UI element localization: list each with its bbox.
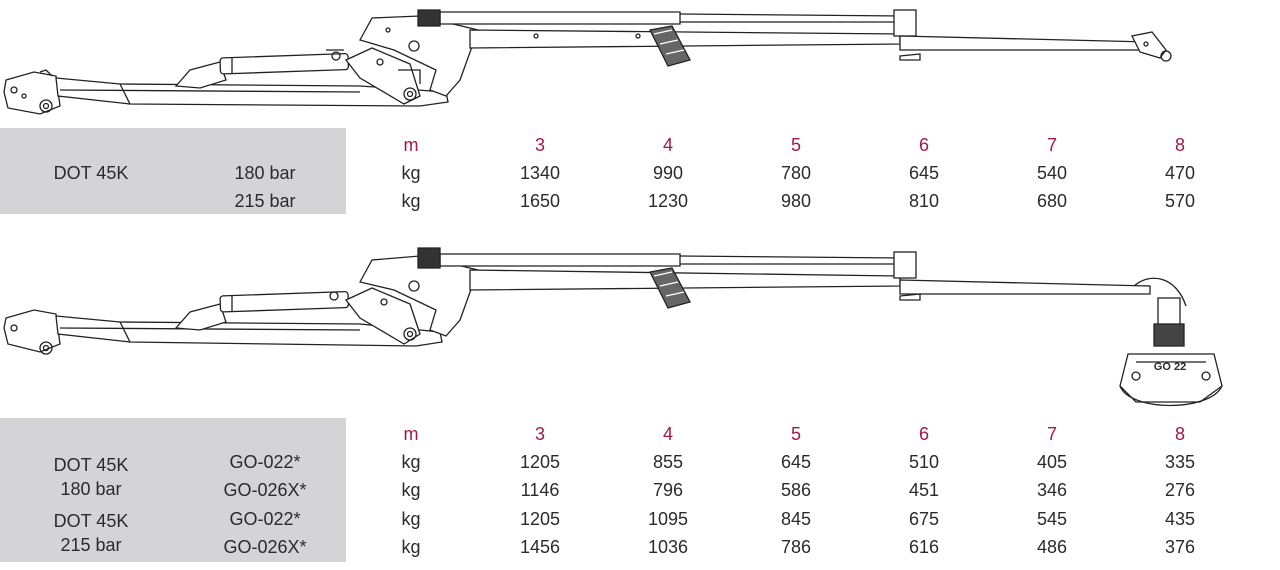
unit-cell: kg bbox=[401, 452, 421, 472]
capacity-cell: 990 bbox=[652, 163, 684, 183]
distance-header: 4 bbox=[662, 135, 673, 155]
unit-cell: kg bbox=[401, 163, 421, 183]
distance-header: 7 bbox=[1046, 424, 1057, 444]
distance-header: 4 bbox=[662, 424, 673, 444]
distance-header: 7 bbox=[1046, 135, 1057, 155]
capacity-cell: 845 bbox=[780, 509, 812, 529]
capacity-cell: 376 bbox=[1164, 537, 1196, 557]
capacity-cell: 570 bbox=[1164, 191, 1196, 211]
capacity-cell: 675 bbox=[908, 509, 940, 529]
crane-drawing-with-grapple bbox=[0, 236, 1280, 418]
distance-header: 5 bbox=[790, 424, 801, 444]
pressure-label: 215 bar bbox=[234, 191, 296, 211]
capacity-cell: 276 bbox=[1164, 480, 1196, 500]
unit-cell: kg bbox=[401, 191, 421, 211]
model-name: DOT 45K bbox=[53, 455, 129, 475]
capacity-cell: 1456 bbox=[519, 537, 561, 557]
model-name: DOT 45K bbox=[53, 511, 129, 531]
capacity-cell: 1205 bbox=[519, 452, 561, 472]
capacity-cell: 510 bbox=[908, 452, 940, 472]
capacity-cell: 435 bbox=[1164, 509, 1196, 529]
capacity-cell: 616 bbox=[908, 537, 940, 557]
capacity-cell: 810 bbox=[908, 191, 940, 211]
capacity-cell: 486 bbox=[1036, 537, 1068, 557]
capacity-cell: 645 bbox=[780, 452, 812, 472]
capacity-cell: 346 bbox=[1036, 480, 1068, 500]
unit-header: m bbox=[403, 135, 419, 155]
pressure-label: 180 bar bbox=[60, 479, 122, 499]
capacity-cell: 405 bbox=[1036, 452, 1068, 472]
distance-header: 5 bbox=[790, 135, 801, 155]
pressure-label: 215 bar bbox=[60, 535, 122, 555]
grapple-model: GO-022* bbox=[229, 452, 301, 472]
capacity-cell: 540 bbox=[1036, 163, 1068, 183]
capacity-cell: 980 bbox=[780, 191, 812, 211]
capacity-cell: 796 bbox=[652, 480, 684, 500]
capacity-cell: 1095 bbox=[647, 509, 689, 529]
capacity-cell: 451 bbox=[908, 480, 940, 500]
unit-cell: kg bbox=[401, 480, 421, 500]
capacity-cell: 1340 bbox=[519, 163, 561, 183]
capacity-cell: 855 bbox=[652, 452, 684, 472]
grapple-model: GO-026X* bbox=[223, 537, 307, 557]
capacity-cell: 470 bbox=[1164, 163, 1196, 183]
capacity-cell: 786 bbox=[780, 537, 812, 557]
distance-header: 8 bbox=[1174, 135, 1185, 155]
grapple-model: GO-026X* bbox=[223, 480, 307, 500]
capacity-cell: 1036 bbox=[647, 537, 689, 557]
distance-header: 8 bbox=[1174, 424, 1185, 444]
unit-header: m bbox=[403, 424, 419, 444]
capacity-cell: 645 bbox=[908, 163, 940, 183]
capacity-cell: 780 bbox=[780, 163, 812, 183]
model-label-panel bbox=[0, 418, 346, 562]
capacity-cell: 1230 bbox=[647, 191, 689, 211]
grapple-label: GO 22 bbox=[1153, 361, 1187, 373]
capacity-cell: 545 bbox=[1036, 509, 1068, 529]
grapple-model: GO-022* bbox=[229, 509, 301, 529]
unit-cell: kg bbox=[401, 509, 421, 529]
capacity-cell: 680 bbox=[1036, 191, 1068, 211]
capacity-cell: 1146 bbox=[520, 480, 560, 500]
pressure-label: 180 bar bbox=[234, 163, 296, 183]
distance-header: 6 bbox=[918, 135, 929, 155]
capacity-cell: 1650 bbox=[519, 191, 561, 211]
crane-drawing-extended bbox=[0, 0, 1280, 128]
distance-header: 6 bbox=[918, 424, 929, 444]
unit-cell: kg bbox=[401, 537, 421, 557]
capacity-cell: 335 bbox=[1164, 452, 1196, 472]
capacity-cell: 586 bbox=[780, 480, 812, 500]
distance-header: 3 bbox=[534, 424, 545, 444]
capacity-table-basic: DOT 45K 180 bar 215 bar m 3 4 5 6 7 8 kg… bbox=[0, 128, 1280, 214]
capacity-table-grapple: DOT 45K 180 bar DOT 45K 215 bar GO-022* … bbox=[0, 418, 1280, 562]
model-name: DOT 45K bbox=[53, 163, 129, 183]
capacity-cell: 1205 bbox=[519, 509, 561, 529]
distance-header: 3 bbox=[534, 135, 545, 155]
model-label-panel bbox=[0, 128, 346, 214]
